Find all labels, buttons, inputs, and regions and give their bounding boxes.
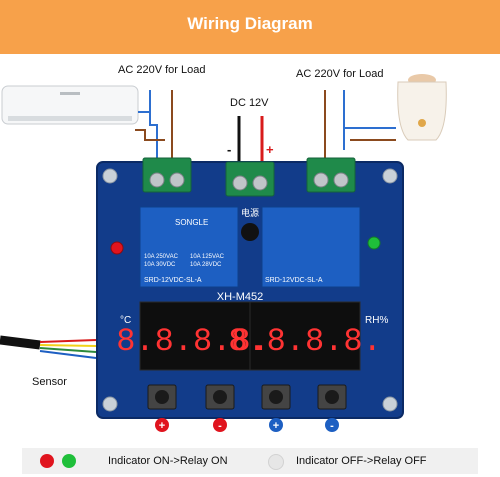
relay-right xyxy=(261,206,361,288)
terminal-block-right xyxy=(306,157,356,193)
led-red xyxy=(110,241,124,255)
title-banner xyxy=(0,0,500,54)
load-left-label: AC 220V for Load xyxy=(118,64,206,76)
terminal-block-power xyxy=(225,161,275,197)
left-load-wires xyxy=(135,90,173,160)
dc-minus-label: - xyxy=(227,142,232,157)
controller-board xyxy=(96,161,404,419)
dc-label: DC 12V xyxy=(230,97,269,109)
relay-model-left: SRD-12VDC-SL-A xyxy=(144,277,202,284)
legend-bar xyxy=(22,448,478,474)
plus-marker-1 xyxy=(155,418,169,432)
temp-unit: °C xyxy=(120,315,131,326)
board-model: XH-M452 xyxy=(217,291,263,303)
humidity-unit: RH% xyxy=(365,315,388,326)
relay-brand: SONGLE xyxy=(175,218,208,227)
humidifier-image xyxy=(397,74,447,141)
legend-red-dot xyxy=(40,454,54,468)
power-label: 电源 xyxy=(241,207,259,218)
relay-model-right: SRD-12VDC-SL-A xyxy=(265,277,323,284)
marker-sign-2: - xyxy=(218,420,222,432)
page-title: Wiring Diagram xyxy=(187,14,313,33)
load-right-label: AC 220V for Load xyxy=(296,68,384,80)
relay-rating-4: 10A 28VDC xyxy=(190,262,222,268)
marker-sign-3: + xyxy=(273,420,279,432)
legend-off-text: Indicator OFF->Relay OFF xyxy=(296,455,427,467)
relay-left xyxy=(139,206,239,288)
legend-green-dot xyxy=(62,454,76,468)
terminal-block-left xyxy=(142,157,192,193)
air-conditioner-image xyxy=(1,85,139,125)
minus-marker-2 xyxy=(325,418,339,432)
relay-rating-2: 10A 125VAC xyxy=(190,254,225,260)
board-buttons xyxy=(147,384,347,410)
plus-marker-2 xyxy=(269,418,283,432)
sensor-cable xyxy=(0,335,97,359)
display-right-digits: 8.8.8.8. xyxy=(228,323,382,360)
minus-marker-1 xyxy=(213,418,227,432)
display-left-digits: 8.8.8.8. xyxy=(116,323,270,360)
sensor-label: Sensor xyxy=(32,376,67,388)
dc-power-wires xyxy=(237,116,264,165)
dc-plus-label: + xyxy=(266,142,274,157)
right-load-wires xyxy=(324,90,396,160)
led-green xyxy=(367,236,381,250)
legend-on-text: Indicator ON->Relay ON xyxy=(108,455,228,467)
legend-off-dot xyxy=(268,454,284,470)
capacitor xyxy=(241,223,259,241)
marker-sign-1: + xyxy=(159,420,165,432)
relay-rating-3: 10A 30VDC xyxy=(144,262,176,268)
marker-sign-4: - xyxy=(330,420,334,432)
relay-rating-1: 10A 250VAC xyxy=(144,254,179,260)
